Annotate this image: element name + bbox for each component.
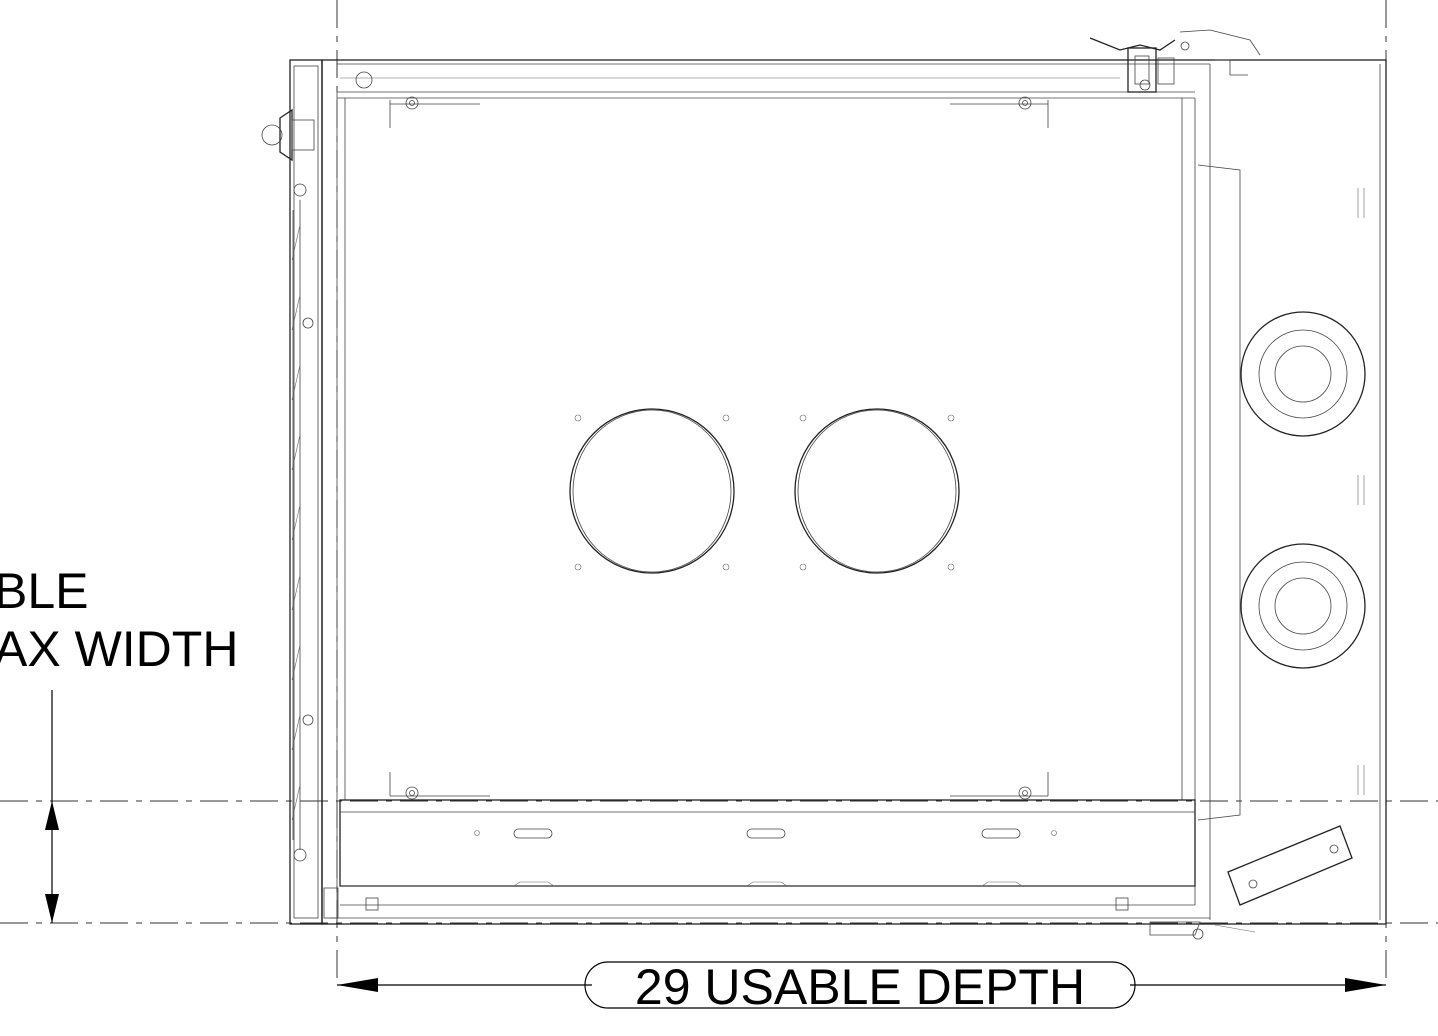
fan-cutouts — [569, 408, 960, 574]
bottom-rail — [323, 799, 1210, 919]
side-label-line-2: AX WIDTH — [0, 621, 238, 677]
door-latch — [261, 108, 315, 862]
side-label-line-1: BLE — [0, 563, 89, 619]
lower-right-bracket — [1149, 825, 1353, 940]
width-dimension — [45, 690, 59, 923]
depth-dimension-label: 29 USABLE DEPTH — [635, 959, 1085, 1015]
enclosure-body — [321, 59, 1387, 925]
extension-lines — [0, 0, 1438, 980]
depth-label-frame — [584, 961, 1136, 1009]
cable-knockouts — [1240, 311, 1366, 669]
bottom-brackets — [389, 772, 1049, 800]
depth-dimension — [337, 961, 1386, 1009]
top-right-hinge — [1089, 29, 1261, 93]
top-brackets — [389, 96, 1049, 128]
right-side-panel — [1197, 164, 1365, 821]
